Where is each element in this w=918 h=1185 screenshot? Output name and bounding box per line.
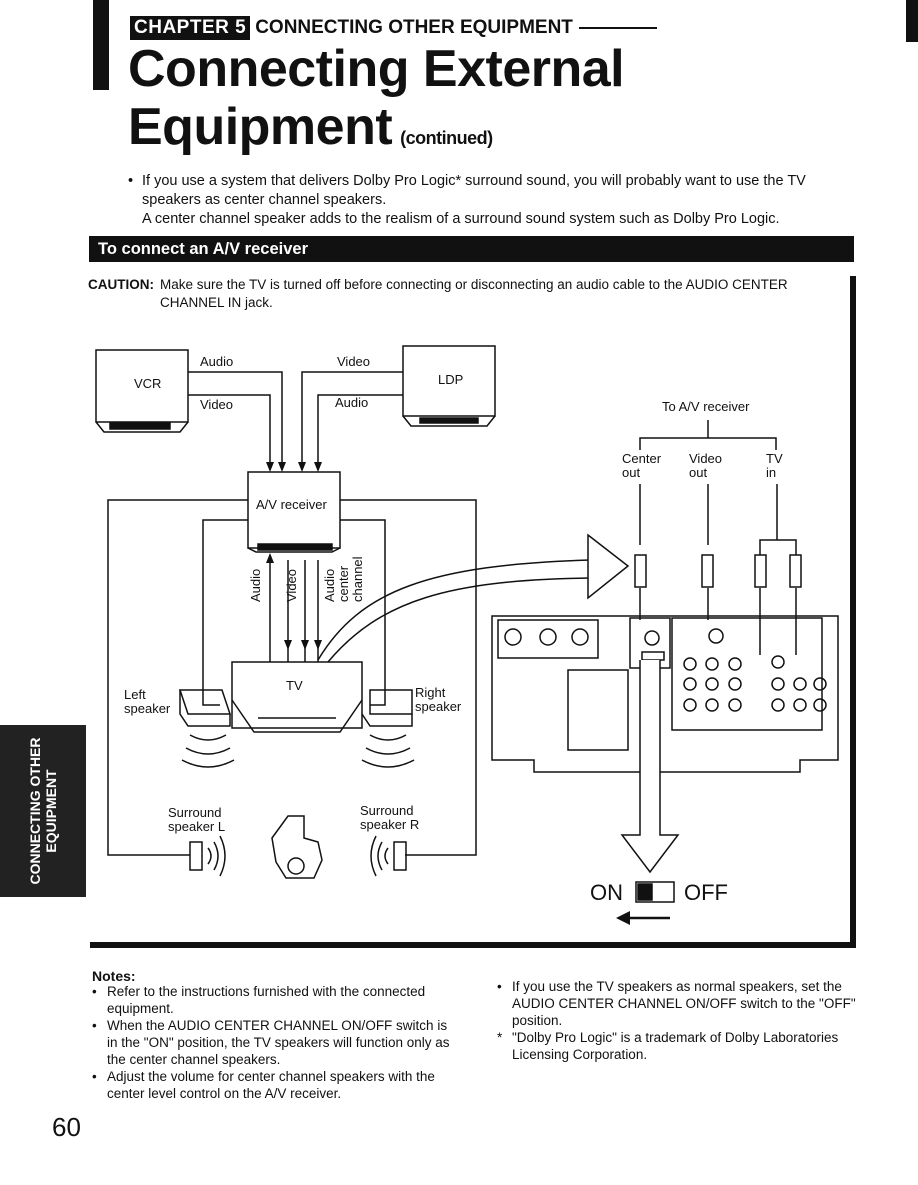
side-tab-line1: CONNECTING OTHER	[27, 737, 43, 885]
note-item: • When the AUDIO CENTER CHANNEL ON/OFF sw…	[92, 1017, 452, 1068]
tv-label: TV	[286, 678, 303, 693]
audio-top-label: Audio	[200, 354, 233, 369]
note-text: "Dolby Pro Logic" is a trademark of Dolb…	[512, 1030, 839, 1062]
note-text: Refer to the instructions furnished with…	[107, 984, 426, 1016]
section-heading: To connect an A/V receiver	[89, 236, 854, 262]
off-label: OFF	[684, 880, 728, 905]
surround-r-label-1: Surround	[360, 803, 413, 818]
vcr-label: VCR	[134, 376, 161, 391]
left-arrow-icon	[616, 911, 630, 925]
side-tab-line2: EQUIPMENT	[43, 769, 59, 853]
surround-l-label-1: Surround	[168, 805, 221, 820]
caution-label: CAUTION:	[88, 277, 154, 292]
note-text: If you use the TV speakers as normal spe…	[512, 979, 856, 1028]
notes-title: Notes:	[92, 968, 136, 984]
continued-label: (continued)	[400, 128, 493, 148]
diagram-frame-bottom	[90, 942, 856, 948]
chapter-badge: CHAPTER 5	[130, 16, 251, 40]
vertical-center-label-2: center	[336, 565, 351, 602]
note-marker: •	[497, 979, 502, 994]
surround-r-label-2: speaker R	[360, 817, 419, 832]
right-speaker-label-1: Right	[415, 685, 446, 700]
tv-in-label-1: TV	[766, 451, 783, 466]
chapter-title: CONNECTING OTHER EQUIPMENT	[255, 17, 573, 38]
intro-text: • If you use a system that delivers Dolby…	[128, 172, 868, 229]
to-av-receiver-label: To A/V receiver	[662, 399, 750, 414]
on-off-switch-graphic	[635, 881, 675, 903]
vertical-video-label: Video	[284, 569, 299, 602]
page-title-line2: Equipment (continued)	[128, 98, 493, 167]
intro-bullet: •	[128, 173, 134, 189]
diagram-frame-right	[850, 276, 856, 946]
note-marker: •	[92, 1018, 97, 1033]
tv-box	[231, 661, 363, 729]
video-out-label-2: out	[689, 465, 707, 480]
page-title-word: Equipment	[128, 98, 393, 156]
tv-in-label-2: in	[766, 465, 776, 480]
chapter-rule	[578, 27, 657, 29]
chapter-heading: CHAPTER 5 CONNECTING OTHER EQUIPMENT	[130, 16, 657, 40]
vertical-center-label-3: channel	[350, 556, 365, 602]
note-text: When the AUDIO CENTER CHANNEL ON/OFF swi…	[107, 1018, 450, 1067]
tv-back-panel	[491, 615, 839, 773]
left-speaker-label-1: Left	[124, 687, 146, 702]
vertical-audio-label: Audio	[248, 569, 263, 602]
intro-paragraph-1: • If you use a system that delivers Dolby…	[128, 172, 868, 210]
page-number: 60	[52, 1112, 81, 1142]
note-marker: *	[497, 1030, 503, 1045]
notes-right-column: • If you use the TV speakers as normal sp…	[497, 978, 859, 1063]
notes-left-column: • Refer to the instructions furnished wit…	[92, 983, 452, 1102]
page-title-line1: Connecting External	[128, 40, 625, 98]
video-top-label: Video	[337, 354, 370, 369]
vcr-box	[95, 349, 189, 423]
note-item: • Adjust the volume for center channel sp…	[92, 1068, 452, 1102]
note-marker: •	[92, 984, 97, 999]
intro-line-1: If you use a system that delivers Dolby …	[142, 173, 806, 208]
audio-ldp-label: Audio	[335, 395, 368, 410]
av-receiver-label: A/V receiver	[256, 497, 327, 512]
center-out-label-2: out	[622, 465, 640, 480]
note-marker: •	[92, 1069, 97, 1084]
intro-paragraph-2: A center channel speaker adds to the rea…	[142, 211, 780, 227]
on-label: ON	[590, 880, 623, 905]
center-out-label-1: Center	[622, 451, 662, 466]
ldp-label: LDP	[438, 372, 463, 387]
left-speaker-label-2: speaker	[124, 701, 171, 716]
surround-l-label-2: speaker L	[168, 819, 225, 834]
side-tab-text: CONNECTING OTHER EQUIPMENT	[0, 725, 86, 897]
video-out-label-1: Video	[689, 451, 722, 466]
note-item: • Refer to the instructions furnished wit…	[92, 983, 452, 1017]
corner-mark	[906, 0, 918, 42]
caution-block: CAUTION: Make sure the TV is turned off …	[88, 276, 838, 312]
vertical-center-label-1: Audio	[322, 569, 337, 602]
note-text: Adjust the volume for center channel spe…	[107, 1069, 435, 1101]
header-accent-bar	[93, 0, 109, 90]
side-tab: CONNECTING OTHER EQUIPMENT	[0, 725, 86, 897]
note-item: * "Dolby Pro Logic" is a trademark of Dol…	[497, 1029, 859, 1063]
note-item: • If you use the TV speakers as normal sp…	[497, 978, 859, 1029]
right-speaker-label-2: speaker	[415, 699, 462, 714]
caution-text: Make sure the TV is turned off before co…	[160, 277, 788, 310]
video-vcr-label: Video	[200, 397, 233, 412]
ldp-box	[402, 345, 496, 417]
